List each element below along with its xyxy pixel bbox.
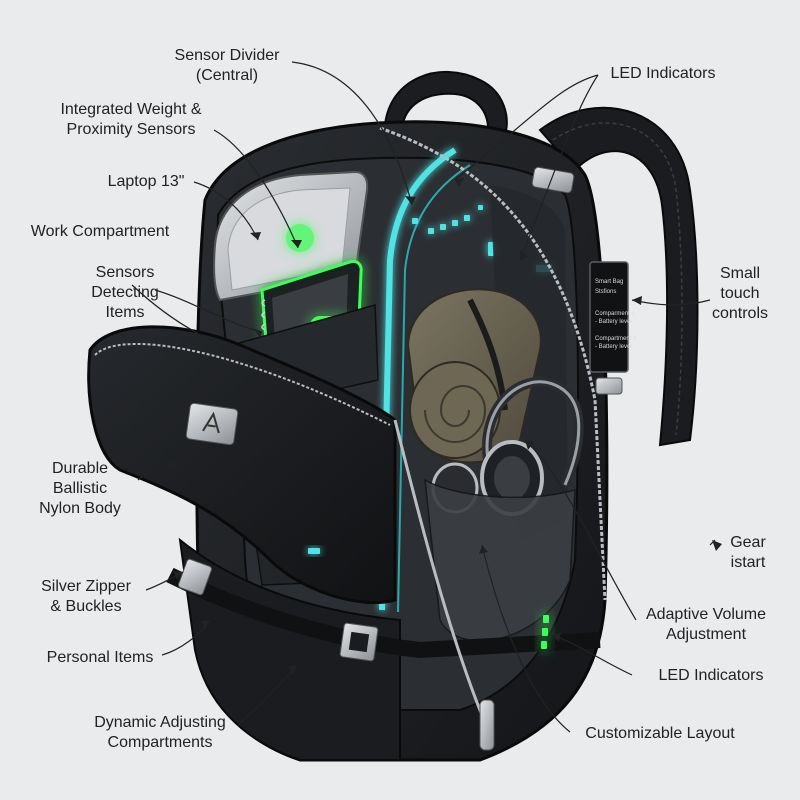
label-led-indicators-top: LED Indicators	[610, 65, 716, 82]
label-gear-istart: Gear istart	[730, 534, 766, 571]
label-customizable-layout: Customizable Layout	[585, 725, 735, 742]
side-panel-line1-a: Comparment c	[595, 311, 634, 317]
label-personal-items: Personal Items	[46, 649, 154, 666]
headphones	[431, 376, 584, 516]
label-work-compartment: Work Compartment	[30, 223, 170, 240]
label-integrated-sensors: Integrated Weight & Proximity Sensors	[60, 101, 202, 138]
blanket-roll	[406, 288, 542, 464]
side-panel-line2-b: - Battery level	[595, 344, 632, 350]
zipper-pull	[479, 699, 495, 751]
touch-control-panel	[589, 261, 629, 373]
label-sensor-divider: Sensor Divider (Central)	[174, 47, 280, 84]
side-panel-line1-b: - Battery level	[595, 319, 632, 325]
logo-plate	[185, 402, 239, 446]
label-led-indicators-bottom: LED Indicators	[658, 667, 764, 684]
zipper-track	[393, 419, 490, 731]
weight-sensor-glow	[286, 224, 314, 252]
side-panel-title-2: Stsfions	[595, 289, 616, 295]
side-panel-title-1: Smart Bag	[595, 279, 623, 285]
side-panel-line2-a: Compartment 2	[595, 336, 637, 342]
label-laptop: Laptop 13"	[107, 173, 185, 190]
shoulder-strap	[538, 106, 699, 447]
sensor-divider	[379, 147, 457, 611]
front-flap	[87, 325, 397, 605]
label-sensors-detecting: Sensors Detecting Items	[91, 264, 159, 321]
label-silver-zipper: Silver Zipper & Buckles	[41, 578, 131, 615]
label-small-touch-controls: Small touch controls	[711, 265, 769, 322]
led-indicators-bottom	[541, 615, 549, 649]
label-dynamic-compartments: Dynamic Adjusting Compartments	[94, 714, 226, 751]
label-durable-body: Durable Ballistic Nylon Body	[39, 460, 121, 517]
label-adaptive-volume: Adaptive Volume Adjustment	[645, 606, 767, 643]
